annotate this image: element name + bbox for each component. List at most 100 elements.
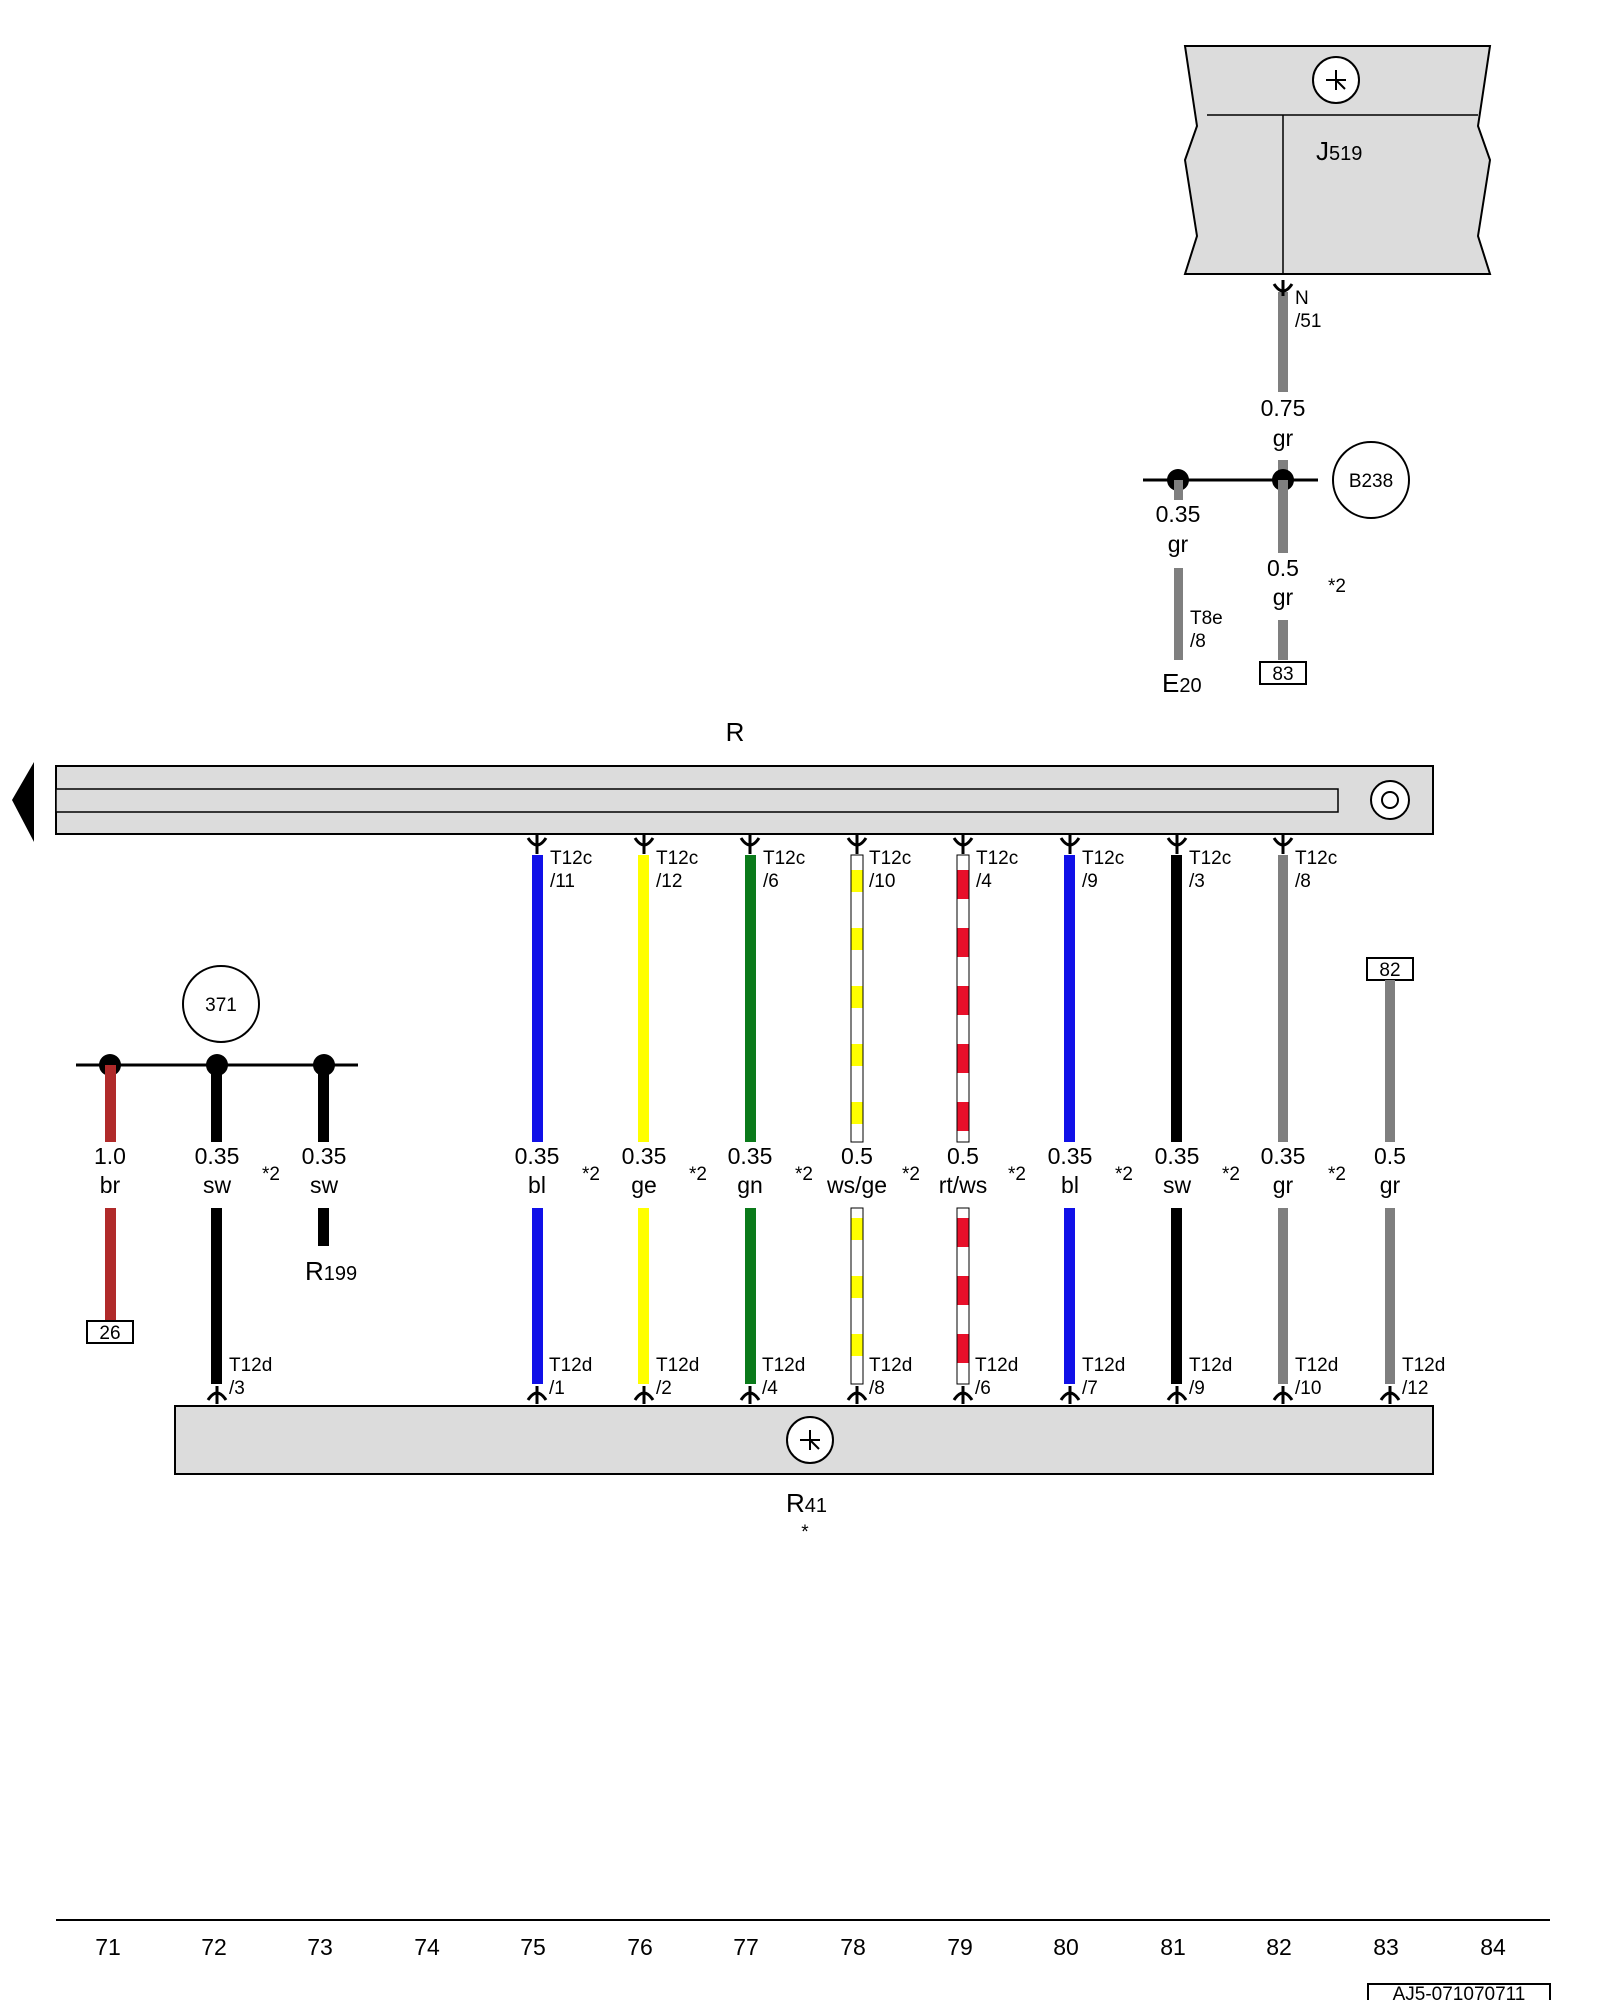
svg-text:T12d: T12d — [762, 1355, 805, 1376]
wire-color-label: gr — [1273, 425, 1294, 451]
component-r41: R41 * — [174, 1405, 1434, 1543]
svg-text:0.35: 0.35 — [622, 1143, 667, 1169]
svg-text:/12: /12 — [1402, 1378, 1428, 1399]
splice-b238: B238 — [1143, 441, 1410, 519]
control-unit-j519: J519 — [1183, 45, 1492, 275]
svg-text:gr: gr — [1168, 531, 1189, 557]
svg-text:/51: /51 — [1295, 311, 1321, 332]
svg-text:N: N — [1295, 288, 1309, 309]
wire-76-ge — [638, 855, 649, 1384]
svg-text:T12c: T12c — [550, 848, 592, 869]
svg-text:/8: /8 — [869, 1378, 885, 1399]
svg-text:*2: *2 — [795, 1164, 813, 1185]
svg-text:/3: /3 — [229, 1378, 245, 1399]
ground-symbol-icon — [786, 1416, 834, 1464]
svg-text:gr: gr — [1273, 1172, 1294, 1198]
svg-text:T12d: T12d — [549, 1355, 592, 1376]
svg-text:/4: /4 — [976, 871, 992, 892]
r199-label: R199 — [305, 1256, 357, 1286]
column-number: 81 — [1160, 1934, 1186, 1960]
r41-label: R41 — [786, 1488, 827, 1518]
svg-text:/9: /9 — [1189, 1378, 1205, 1399]
wire-80-bl — [1064, 855, 1075, 1384]
svg-text:*: * — [801, 1522, 809, 1543]
svg-text:*2: *2 — [1222, 1164, 1240, 1185]
svg-text:T12c: T12c — [976, 848, 1018, 869]
svg-text:*2: *2 — [262, 1164, 280, 1185]
svg-text:sw: sw — [1163, 1172, 1192, 1198]
svg-text:0.35: 0.35 — [1156, 501, 1201, 527]
svg-text:T12c: T12c — [1189, 848, 1231, 869]
wire-labels-row: 0.35 bl *2 0.35 ge *2 0.35 gn *2 0.5 ws/… — [515, 1143, 1406, 1198]
svg-text:26: 26 — [99, 1323, 120, 1344]
svg-text:T12d: T12d — [229, 1355, 272, 1376]
svg-text:*2: *2 — [1328, 1164, 1346, 1185]
svg-text:/4: /4 — [762, 1378, 778, 1399]
svg-text:*2: *2 — [1115, 1164, 1133, 1185]
svg-text:ws/ge: ws/ge — [826, 1172, 887, 1198]
svg-text:0.5: 0.5 — [1374, 1143, 1406, 1169]
connector-pin: N /51 — [1272, 280, 1321, 332]
svg-text:T12d: T12d — [1189, 1355, 1232, 1376]
svg-text:sw: sw — [310, 1172, 339, 1198]
svg-text:0.5: 0.5 — [1267, 555, 1299, 581]
wire-sw-73: 0.35 sw R199 — [302, 1065, 357, 1286]
wire-size-label: 0.75 — [1261, 395, 1306, 421]
svg-text:T12d: T12d — [1082, 1355, 1125, 1376]
svg-text:rt/ws: rt/ws — [939, 1172, 988, 1198]
svg-text:0.35: 0.35 — [302, 1143, 347, 1169]
svg-text:/6: /6 — [763, 871, 779, 892]
r-connector-pins: T12c /11 T12c /12 T12c /6 T12c /10 T12c … — [526, 834, 1337, 892]
wire-e20-branch: 0.35 gr T8e /8 E20 — [1156, 480, 1223, 698]
column-number: 79 — [947, 1934, 973, 1960]
svg-text:*2: *2 — [1008, 1164, 1026, 1185]
svg-text:/10: /10 — [1295, 1378, 1321, 1399]
column-number: 82 — [1266, 1934, 1292, 1960]
r-label: R — [726, 717, 745, 747]
column-number: 77 — [733, 1934, 759, 1960]
svg-text:T12d: T12d — [975, 1355, 1018, 1376]
wire-81-sw — [1171, 855, 1182, 1384]
column-number: 73 — [307, 1934, 333, 1960]
svg-text:*2: *2 — [902, 1164, 920, 1185]
ground-point-label: B238 — [1349, 471, 1393, 492]
wire-82-gr — [1278, 855, 1288, 1384]
svg-text:gr: gr — [1273, 584, 1294, 610]
svg-text:bl: bl — [528, 1172, 546, 1198]
r41-connector-pins: T12d /3 T12d /1 T12d /2 T12d /4 T12d /8 … — [206, 1355, 1445, 1404]
svg-text:gr: gr — [1380, 1172, 1401, 1198]
wire-78-wsge — [850, 854, 864, 1385]
svg-text:1.0: 1.0 — [94, 1143, 126, 1169]
svg-text:0.35: 0.35 — [1261, 1143, 1306, 1169]
svg-text:/10: /10 — [869, 871, 895, 892]
svg-text:0.35: 0.35 — [195, 1143, 240, 1169]
svg-text:/9: /9 — [1082, 871, 1098, 892]
svg-text:/3: /3 — [1189, 871, 1205, 892]
wire-79-rtws — [956, 854, 970, 1385]
e20-label: E20 — [1162, 668, 1202, 698]
svg-text:0.5: 0.5 — [841, 1143, 873, 1169]
svg-text:T12c: T12c — [1295, 848, 1337, 869]
svg-text:0.35: 0.35 — [728, 1143, 773, 1169]
svg-text:371: 371 — [205, 995, 237, 1016]
svg-text:/12: /12 — [656, 871, 682, 892]
svg-text:0.35: 0.35 — [1155, 1143, 1200, 1169]
svg-text:/1: /1 — [549, 1378, 565, 1399]
svg-text:T12d: T12d — [656, 1355, 699, 1376]
svg-text:AJ5-071070711: AJ5-071070711 — [1393, 1984, 1526, 2000]
svg-text:*2: *2 — [689, 1164, 707, 1185]
column-number: 83 — [1373, 1934, 1399, 1960]
j519-body — [1183, 45, 1492, 275]
column-number: 80 — [1053, 1934, 1079, 1960]
svg-text:/8: /8 — [1295, 871, 1311, 892]
svg-text:0.5: 0.5 — [947, 1143, 979, 1169]
svg-text:83: 83 — [1272, 664, 1293, 685]
wire-sw-72: 0.35 sw *2 — [195, 1065, 280, 1384]
wire-83-gr: 82 — [1366, 957, 1414, 1384]
svg-text:/6: /6 — [975, 1378, 991, 1399]
svg-text:T12c: T12c — [1082, 848, 1124, 869]
svg-text:T12d: T12d — [1295, 1355, 1338, 1376]
ground-symbol-icon — [1312, 56, 1360, 104]
column-number: 71 — [95, 1934, 121, 1960]
svg-text:bl: bl — [1061, 1172, 1079, 1198]
